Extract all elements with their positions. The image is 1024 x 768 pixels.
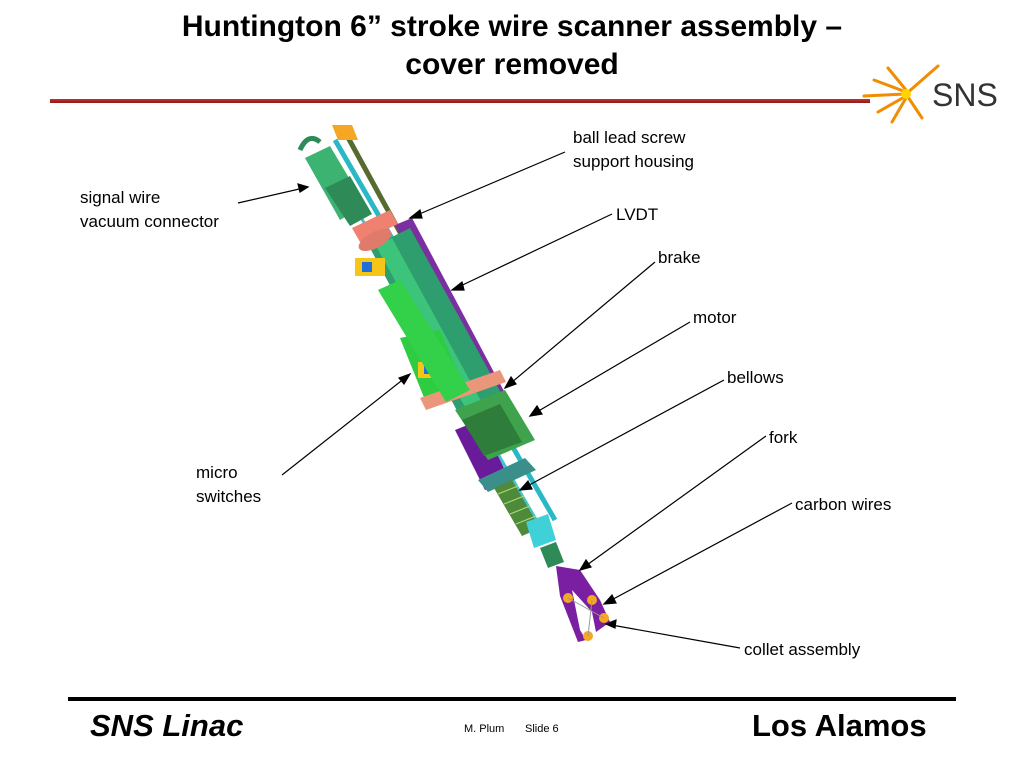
footer-rule [68, 697, 956, 701]
label-carbon-wires: carbon wires [795, 495, 892, 514]
title-rule [50, 99, 870, 103]
label-bellows: bellows [727, 368, 784, 387]
leader-lines [237, 151, 793, 649]
vacuum-connector-part [297, 125, 372, 226]
sns-starburst-logo-icon: SNS [862, 64, 998, 124]
slide-title: Huntington 6” stroke wire scanner assemb… [0, 8, 1024, 84]
label-signal-wire-line-2: vacuum connector [80, 212, 219, 231]
slide-title-line-2: cover removed [405, 48, 619, 81]
label-ball-lead-screw: ball lead screw support housing [573, 126, 694, 174]
label-micro-switches-line-1: micro [196, 463, 238, 482]
label-lvdt: LVDT [616, 205, 659, 224]
label-ball-lead-screw-line-2: support housing [573, 152, 694, 171]
label-fork: fork [769, 428, 798, 447]
label-signal-wire-line-1: signal wire [80, 188, 161, 207]
label-signal-wire: signal wire vacuum connector [80, 186, 219, 234]
fork-part [556, 566, 610, 642]
slide-title-line-1: Huntington 6” stroke wire scanner assemb… [181, 10, 843, 43]
footer-slide-number: Slide 6 [525, 723, 559, 735]
label-collet-assembly: collet assembly [744, 640, 861, 659]
label-motor: motor [693, 308, 737, 327]
label-micro-switches-line-2: switches [196, 487, 262, 506]
sns-logo-text: SNS [932, 77, 998, 113]
label-micro-switches: micro switches [196, 461, 261, 509]
footer-left-text: SNS Linac [90, 708, 244, 743]
label-brake: brake [658, 248, 701, 267]
footer-author: M. Plum [464, 723, 505, 735]
label-ball-lead-screw-line-1: ball lead screw [573, 128, 686, 147]
footer-right-text: Los Alamos [752, 708, 927, 743]
